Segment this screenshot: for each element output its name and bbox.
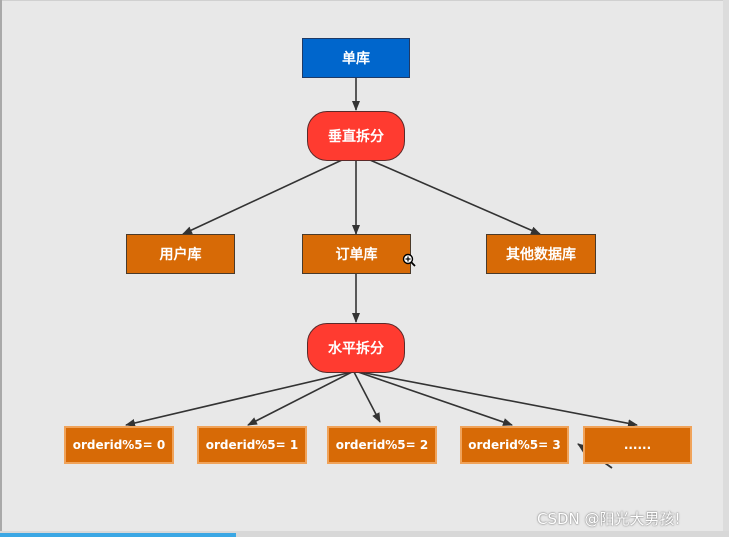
shard-0-node[interactable]: orderid%5= 0 xyxy=(64,426,174,464)
progress-strip xyxy=(0,533,236,537)
user-db-node[interactable]: 用户库 xyxy=(126,234,235,274)
edge-horizontal-to-shard1 xyxy=(247,371,353,426)
edge-horizontal-to-more xyxy=(359,371,638,428)
watermark-text: CSDN @阳光大男孩! xyxy=(537,510,681,528)
bottom-bar xyxy=(0,531,729,537)
zoom-in-cursor-icon xyxy=(402,253,416,267)
shard-2-node[interactable]: orderid%5= 2 xyxy=(327,426,437,464)
order-db-node[interactable]: 订单库 xyxy=(302,234,411,274)
left-border xyxy=(0,0,2,537)
single-db-node[interactable]: 单库 xyxy=(302,38,410,78)
edge-vertical-to-user xyxy=(182,159,343,235)
edge-horizontal-to-shard2 xyxy=(353,371,381,423)
edge-vertical-to-other xyxy=(369,159,541,235)
edge-horizontal-to-shard0 xyxy=(125,371,353,427)
right-scrollbar[interactable] xyxy=(723,0,729,537)
vertical-split-node[interactable]: 垂直拆分 xyxy=(307,111,405,161)
edge-horizontal-to-shard3 xyxy=(357,371,513,426)
horizontal-split-node[interactable]: 水平拆分 xyxy=(307,323,405,373)
shard-more-node[interactable]: ...... xyxy=(583,426,692,464)
other-db-node[interactable]: 其他数据库 xyxy=(486,234,596,274)
shard-1-node[interactable]: orderid%5= 1 xyxy=(197,426,307,464)
shard-3-node[interactable]: orderid%5= 3 xyxy=(460,426,569,464)
top-border xyxy=(0,0,729,1)
